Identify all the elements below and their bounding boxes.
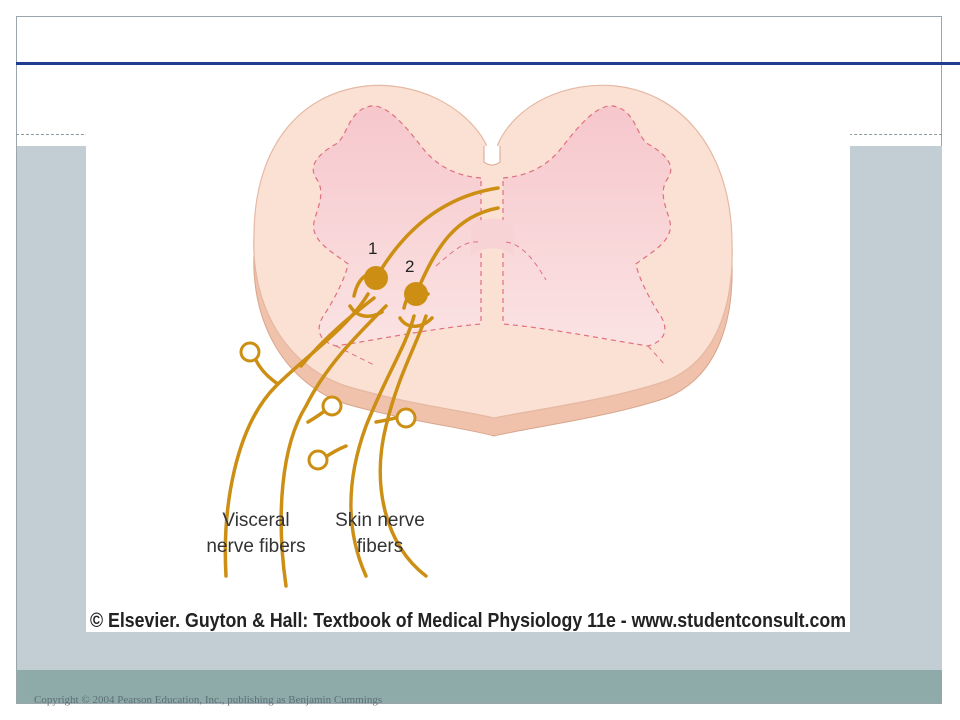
receptor-ending-4 (395, 407, 417, 429)
title-rule (16, 62, 960, 65)
receptor-ending-1 (239, 341, 261, 363)
skin-label-line-2: fibers (357, 536, 403, 557)
tract-boundary-right (647, 345, 667, 367)
fiber-bundle-b (348, 304, 384, 318)
neuron-2-label: 2 (405, 257, 414, 276)
receptor-ending-2 (321, 395, 343, 417)
axon-neuron-2 (414, 206, 500, 296)
copyright-text: Copyright © 2004 Pearson Education, Inc.… (34, 694, 383, 706)
skin-label-line-1: Skin nerve (335, 510, 425, 531)
neuron-2 (404, 282, 428, 306)
visceral-fiber-3 (299, 296, 376, 368)
nerve-fibers (223, 186, 500, 588)
spinal-cord-figure: 1 2 Visceral nerve fibers Skin nerve fib… (86, 66, 850, 632)
skin-fiber-1 (349, 314, 416, 578)
neuron-1-label: 1 (368, 239, 377, 258)
skin-fiber-2 (378, 314, 428, 578)
spinal-cord-diagram: 1 2 Visceral nerve fibers Skin nerve fib… (90, 84, 846, 632)
tract-boundary-left (335, 345, 377, 367)
tract-boundary-mid-right (505, 241, 547, 281)
visceral-label-line-2: nerve fibers (206, 536, 305, 557)
receptor-ending-3 (307, 449, 329, 471)
footer-band (17, 670, 942, 703)
receptor-endings (239, 341, 417, 471)
gray-commissure (471, 218, 514, 256)
figure-credit: © Elsevier. Guyton & Hall: Textbook of M… (90, 610, 846, 632)
central-canal (483, 146, 501, 166)
visceral-label-line-1: Visceral (222, 510, 289, 531)
spinal-cord-white-matter (253, 84, 733, 419)
receptor-branch-1 (252, 354, 280, 386)
fiber-bundle-d (398, 316, 434, 328)
gray-matter-left (312, 105, 482, 347)
neuron-1 (364, 266, 388, 290)
tract-boundary-mid-left (435, 241, 479, 267)
axon-neuron-1 (374, 186, 500, 280)
visceral-fiber-2 (279, 304, 388, 588)
